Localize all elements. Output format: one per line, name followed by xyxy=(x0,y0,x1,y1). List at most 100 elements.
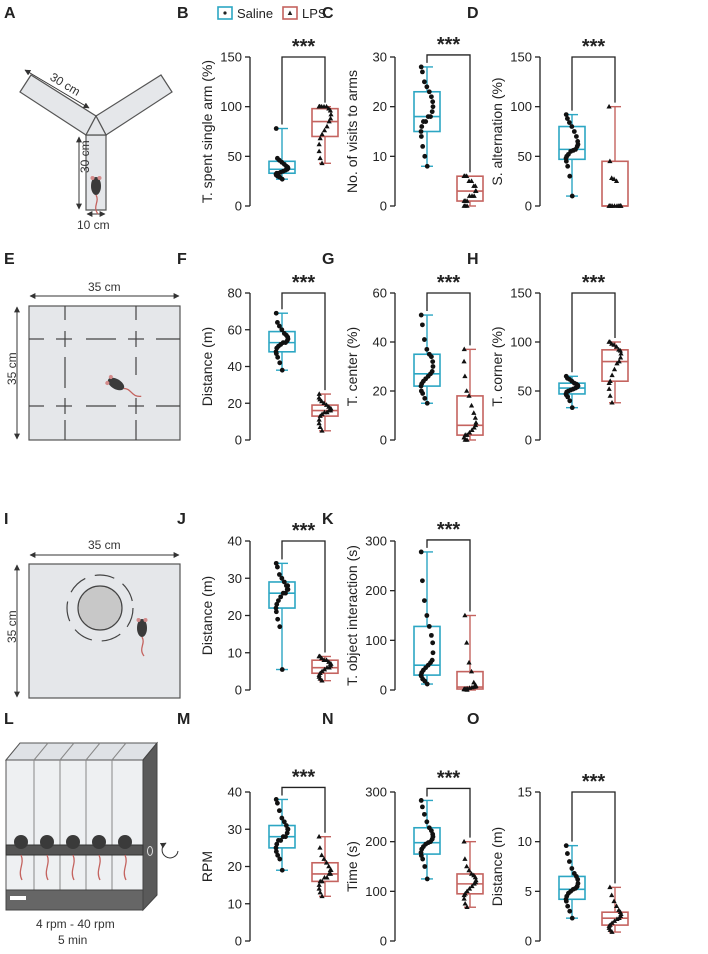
data-point xyxy=(571,871,577,876)
y-tick-label: 10 xyxy=(373,149,387,164)
data-point xyxy=(277,624,283,630)
data-point xyxy=(461,346,467,352)
data-point xyxy=(316,886,322,891)
data-point xyxy=(611,366,618,372)
data-point xyxy=(285,826,291,832)
significance-bracket xyxy=(571,56,616,111)
data-point xyxy=(420,578,425,584)
data-point xyxy=(319,428,325,433)
data-point xyxy=(281,579,287,585)
y-tick-label: 0 xyxy=(525,934,532,949)
data-point xyxy=(321,666,328,672)
data-point xyxy=(462,437,468,442)
y-tick-label: 150 xyxy=(220,50,242,65)
panel-label: C xyxy=(322,5,334,22)
y-tick-label: 30 xyxy=(228,822,242,837)
data-point xyxy=(327,871,334,876)
data-point xyxy=(466,867,472,873)
data-point xyxy=(462,900,468,906)
rotarod-top xyxy=(4,742,159,761)
lps-legend-triangle xyxy=(287,10,293,15)
y-axis-label: T. center (%) xyxy=(344,327,360,406)
data-point xyxy=(471,679,477,685)
object-circle xyxy=(77,585,123,631)
panel-label: D xyxy=(467,5,479,22)
significance-stars: *** xyxy=(437,34,461,56)
box-lps xyxy=(456,346,484,442)
data-point xyxy=(281,819,287,825)
data-point xyxy=(429,657,435,663)
data-point xyxy=(473,420,479,425)
box-lps xyxy=(601,103,629,208)
data-point xyxy=(276,572,282,577)
data-point xyxy=(424,613,430,618)
data-point xyxy=(321,127,328,133)
data-point xyxy=(275,354,281,360)
panel-label: B xyxy=(177,5,189,22)
y-tick-label: 0 xyxy=(235,433,242,448)
data-point xyxy=(418,64,424,70)
data-point xyxy=(464,198,470,203)
data-point xyxy=(472,422,479,428)
data-point xyxy=(472,682,478,687)
saline-legend-dot xyxy=(223,11,227,15)
data-point xyxy=(319,878,325,884)
data-point xyxy=(567,173,573,179)
y-tick-label: 40 xyxy=(373,335,387,350)
box-saline xyxy=(413,64,441,169)
data-point xyxy=(319,668,325,674)
lps-legend-label: LPS xyxy=(302,6,327,21)
y-axis-label: T. corner (%) xyxy=(489,326,505,406)
data-point xyxy=(462,373,468,379)
scale-bar xyxy=(10,896,26,900)
y-tick-label: 0 xyxy=(235,683,242,698)
y-tick-label: 40 xyxy=(228,534,242,549)
data-point xyxy=(571,129,577,134)
data-point xyxy=(418,134,424,139)
data-point xyxy=(469,883,475,889)
y-tick-label: 100 xyxy=(510,335,532,350)
openfield-arena xyxy=(28,305,181,441)
rotarod-mice xyxy=(14,835,132,849)
data-point xyxy=(324,123,330,129)
y-tick-label: 30 xyxy=(373,50,387,65)
data-point xyxy=(279,367,285,373)
openfield-height-label: 35 cm xyxy=(5,352,19,385)
data-point xyxy=(430,99,436,105)
data-point xyxy=(420,144,426,149)
data-point xyxy=(563,373,569,379)
data-point xyxy=(575,880,581,886)
y-tick-label: 20 xyxy=(228,608,242,623)
data-point xyxy=(563,112,569,118)
data-point xyxy=(473,188,479,193)
data-point xyxy=(279,667,285,672)
rotarod-side-wall xyxy=(142,741,158,912)
significance-stars: *** xyxy=(292,520,316,542)
data-point xyxy=(617,354,624,360)
data-point xyxy=(464,904,470,910)
data-point xyxy=(421,79,427,85)
data-point xyxy=(422,395,428,401)
data-point xyxy=(283,590,288,596)
data-point xyxy=(279,327,285,333)
significance-bracket xyxy=(281,540,326,653)
data-point xyxy=(285,587,291,592)
box-lps xyxy=(601,339,629,405)
data-point xyxy=(607,378,613,383)
data-point xyxy=(471,183,477,188)
data-point xyxy=(566,120,572,125)
box-iqr xyxy=(456,395,484,436)
data-point xyxy=(273,349,279,355)
y-axis-label: T. object interaction (s) xyxy=(344,545,360,686)
data-point xyxy=(321,856,327,861)
data-point xyxy=(277,856,283,862)
data-point xyxy=(316,416,322,422)
data-point xyxy=(575,139,581,144)
y-axis-label: No. of visits to arms xyxy=(344,70,360,193)
